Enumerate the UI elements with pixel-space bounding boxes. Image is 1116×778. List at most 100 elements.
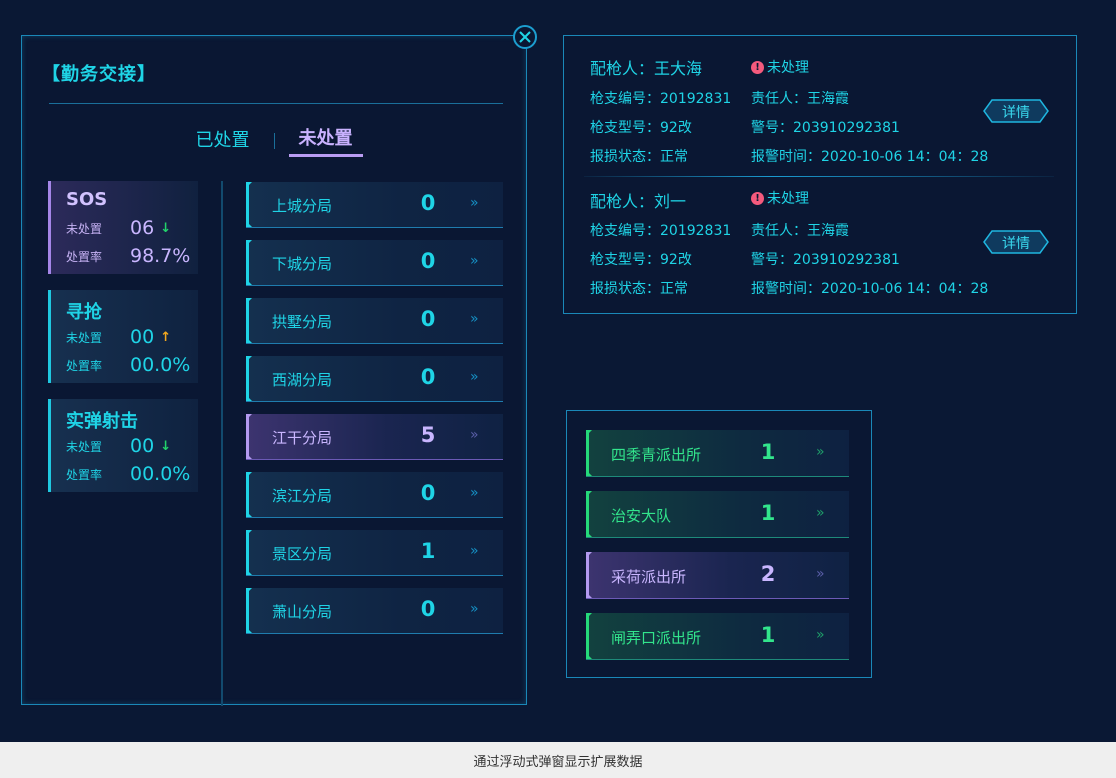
stat-card-sos[interactable]: SOS 未处置 06 ↓ 处置率 98.7% (48, 181, 198, 274)
chevron-double-right-icon[interactable]: » (470, 543, 478, 559)
status-badge: ! 未处理 (751, 57, 809, 77)
stat-pending-row: 未处置 06 ↓ (66, 215, 198, 241)
branch-item-jianggan[interactable]: 江干分局 5 » (246, 414, 503, 460)
detail-button[interactable]: 详情 (983, 230, 1049, 254)
gun-number: 枪支编号：20192831 (590, 223, 732, 239)
stat-pending-row: 未处置 00 ↑ (66, 324, 198, 350)
branch-count: 0 (420, 307, 436, 331)
chevron-double-right-icon[interactable]: » (470, 311, 478, 327)
chevron-double-right-icon[interactable]: » (470, 369, 478, 385)
branch-name: 拱墅分局 (272, 313, 333, 331)
station-name: 治安大队 (611, 507, 672, 525)
stat-value: 06 (130, 217, 155, 239)
branch-name: 下城分局 (272, 255, 333, 273)
detail-button-label: 详情 (1002, 105, 1030, 121)
branch-count: 0 (420, 481, 436, 505)
close-button[interactable] (513, 25, 537, 49)
stat-rate-row: 处置率 00.0% (66, 352, 198, 378)
branch-item-gongshu[interactable]: 拱墅分局 0 » (246, 298, 503, 344)
stat-value: 00.0% (130, 463, 191, 485)
hexagon-button-frame-icon (983, 230, 1049, 254)
gun-holder: 配枪人：刘一 (590, 192, 687, 211)
branch-count: 1 (420, 539, 436, 563)
popup-title: 【勤务交接】 (42, 64, 156, 85)
title-divider (49, 103, 503, 104)
detail-button-label: 详情 (1002, 236, 1030, 252)
responsible-person: 责任人：王海霞 (751, 91, 849, 107)
branch-item-binjiang[interactable]: 滨江分局 0 » (246, 472, 503, 518)
gun-alert-panel: 配枪人：王大海 ! 未处理 枪支编号：20192831 责任人：王海霞 枪支型号… (563, 35, 1077, 314)
stat-title: 实弹射击 (66, 411, 138, 432)
damage-status: 报损状态：正常 (590, 149, 688, 165)
stat-title: SOS (66, 189, 108, 210)
police-number: 警号：203910292381 (751, 252, 900, 268)
stat-value: 00.0% (130, 354, 191, 376)
close-icon (519, 31, 531, 43)
chevron-double-right-icon[interactable]: » (470, 485, 478, 501)
alert-icon: ! (751, 60, 764, 74)
tab-handled[interactable]: 已处置 (195, 129, 250, 151)
stat-label: 未处置 (66, 330, 103, 345)
arrow-up-icon: ↑ (160, 329, 172, 345)
stat-value: 00 (130, 435, 155, 457)
stat-card-live-fire[interactable]: 实弹射击 未处置 00 ↓ 处置率 00.0% (48, 399, 198, 492)
stat-rate-row: 处置率 98.7% (66, 243, 198, 269)
status-text: 未处理 (767, 191, 809, 207)
chevron-double-right-icon[interactable]: » (470, 601, 478, 617)
chevron-double-right-icon[interactable]: » (816, 627, 824, 643)
gun-holder: 配枪人：王大海 (590, 59, 703, 78)
branch-name: 上城分局 (272, 197, 333, 215)
gun-record: 配枪人：王大海 ! 未处理 枪支编号：20192831 责任人：王海霞 枪支型号… (564, 36, 1076, 166)
chevron-double-right-icon[interactable]: » (470, 427, 478, 443)
duty-handover-popup: 【勤务交接】 已处置 未处置 SOS 未处置 06 ↓ 处置率 98.7% 寻抢… (21, 35, 527, 706)
stat-value: 00 (130, 326, 155, 348)
stat-card-gun-search[interactable]: 寻抢 未处置 00 ↑ 处置率 00.0% (48, 290, 198, 383)
tab-unhandled[interactable]: 未处置 (288, 124, 363, 157)
branch-item-xiacheng[interactable]: 下城分局 0 » (246, 240, 503, 286)
gun-record: 配枪人：刘一 ! 未处理 枪支编号：20192831 责任人：王海霞 枪支型号：… (564, 167, 1076, 297)
stat-value: 98.7% (130, 245, 191, 267)
detail-button[interactable]: 详情 (983, 99, 1049, 123)
chevron-double-right-icon[interactable]: » (470, 195, 478, 211)
gun-model: 枪支型号：92改 (590, 120, 692, 136)
column-divider (221, 181, 223, 706)
station-name: 采荷派出所 (611, 568, 687, 586)
station-item-zhanongkou[interactable]: 闸弄口派出所 1 » (586, 613, 849, 660)
hexagon-button-frame-icon (983, 99, 1049, 123)
branch-item-xihu[interactable]: 西湖分局 0 » (246, 356, 503, 402)
branch-item-jingqu[interactable]: 景区分局 1 » (246, 530, 503, 576)
branch-count: 0 (420, 191, 436, 215)
chevron-double-right-icon[interactable]: » (816, 566, 824, 582)
chevron-double-right-icon[interactable]: » (470, 253, 478, 269)
branch-count: 5 (420, 423, 436, 447)
station-item-caihe[interactable]: 采荷派出所 2 » (586, 552, 849, 599)
stat-title: 寻抢 (66, 302, 102, 323)
gun-number: 枪支编号：20192831 (590, 91, 732, 107)
branch-name: 滨江分局 (272, 487, 333, 505)
damage-status: 报损状态：正常 (590, 281, 688, 297)
alarm-time: 报警时间：2020-10-06 14：04：28 (751, 281, 989, 297)
station-item-sijiqing[interactable]: 四季青派出所 1 » (586, 430, 849, 477)
status-tabs: 已处置 未处置 (22, 124, 526, 157)
branch-name: 西湖分局 (272, 371, 333, 389)
alert-icon: ! (751, 191, 764, 205)
branch-name: 江干分局 (272, 429, 333, 447)
stat-label: 处置率 (66, 467, 103, 482)
arrow-down-icon: ↓ (160, 220, 172, 236)
station-item-zhian[interactable]: 治安大队 1 » (586, 491, 849, 538)
branch-item-shangcheng[interactable]: 上城分局 0 » (246, 182, 503, 228)
stat-label: 处置率 (66, 249, 103, 264)
branch-name: 景区分局 (272, 545, 333, 563)
stat-label: 未处置 (66, 221, 103, 236)
branch-item-xiaoshan[interactable]: 萧山分局 0 » (246, 588, 503, 634)
branch-count: 0 (420, 365, 436, 389)
branch-count: 0 (420, 249, 436, 273)
status-badge: ! 未处理 (751, 188, 809, 208)
branch-name: 萧山分局 (272, 603, 333, 621)
stat-pending-row: 未处置 00 ↓ (66, 433, 198, 459)
station-name: 四季青派出所 (611, 446, 702, 464)
chevron-double-right-icon[interactable]: » (816, 444, 824, 460)
tab-separator (273, 132, 275, 149)
chevron-double-right-icon[interactable]: » (816, 505, 824, 521)
record-divider (584, 176, 1054, 177)
